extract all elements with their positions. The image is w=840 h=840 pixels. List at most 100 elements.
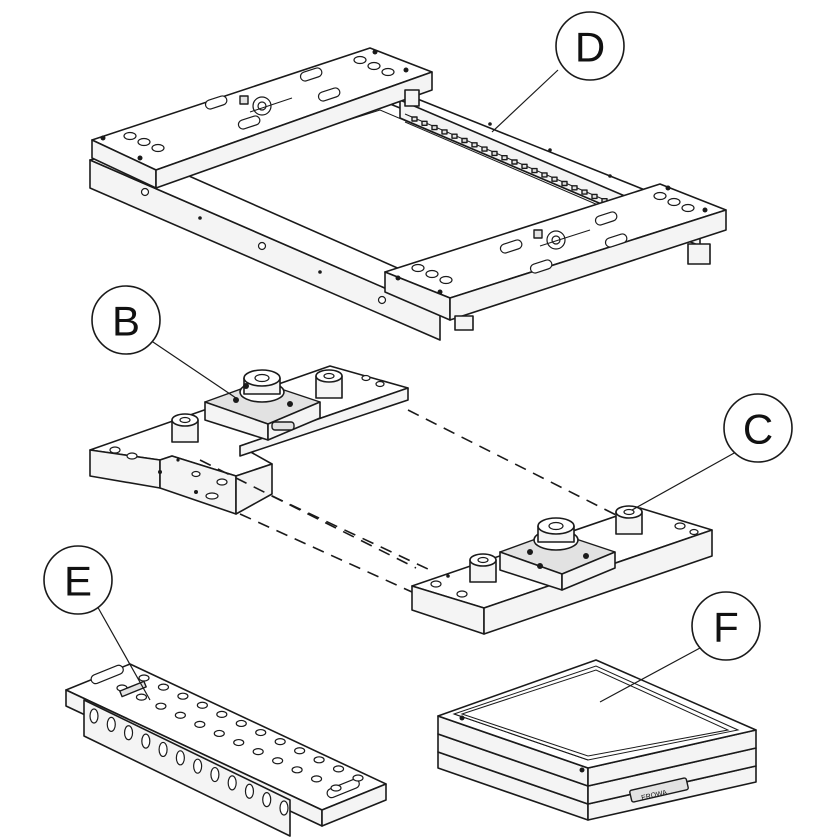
frame-rail-holes (140, 122, 612, 305)
e-rail-slots (90, 664, 360, 799)
clamp-post-left (171, 413, 199, 443)
l-plate-holes (109, 374, 385, 500)
e-rail-side-holes (89, 708, 289, 816)
rack-tooth (471, 142, 478, 148)
frame-left-lock (239, 95, 293, 116)
callout-c-leader (631, 451, 737, 511)
callout-f-label: F (713, 604, 739, 651)
rack-tooth (451, 133, 458, 139)
rack-tooth (531, 167, 538, 174)
e-rail-hole (310, 775, 323, 783)
frame-left-plate-holes (100, 49, 409, 161)
callout-f-circle (691, 591, 761, 661)
rack-tooth (421, 120, 428, 127)
e-rail-hole (213, 729, 225, 738)
c-plate-holes (430, 522, 699, 598)
e-rail-side-hole (227, 775, 237, 791)
rack-tooth (571, 185, 578, 191)
e-rail-side-hole (141, 733, 151, 749)
l-plate-end (235, 463, 273, 515)
frame-left-plate-side (155, 71, 433, 189)
rack-tooth (591, 193, 598, 200)
callout-d-leader (491, 69, 559, 133)
part-e-rail (65, 663, 387, 837)
frame-right-plate-slots (499, 211, 628, 274)
l-plate-back-edge (239, 387, 409, 457)
e-rail-side-hole (123, 725, 134, 741)
callout-d-label: D (575, 24, 605, 71)
callout-e-label: E (64, 558, 92, 605)
part-c-plate (411, 505, 713, 635)
e-rail-hole (135, 693, 148, 701)
e-rail-hole (272, 757, 284, 765)
rack-tooth (491, 150, 498, 157)
part-d-frame (89, 47, 727, 341)
e-rail-side-hole (279, 800, 289, 816)
projection-lines (199, 409, 627, 593)
frame-right-lock (533, 229, 591, 250)
rack-tooth (441, 129, 448, 135)
frame-rack (404, 113, 608, 209)
callout-e-circle (43, 545, 113, 615)
callout-d-circle (555, 11, 625, 81)
e-rail-hole (274, 738, 286, 746)
e-rail-hole (235, 719, 247, 728)
e-rail-side-hole (158, 741, 168, 758)
rack-tooth (481, 146, 488, 152)
callout-c-circle (723, 393, 793, 463)
e-rail-hole (294, 747, 306, 755)
e-rail-top-holes (116, 674, 364, 792)
part-f-trays: EROWA (437, 659, 757, 821)
tray-logo-plate (629, 777, 689, 803)
rack-tooth (561, 180, 568, 187)
e-rail-hole (252, 748, 264, 756)
c-plate-front (483, 529, 713, 635)
frame-left-plate-slots (204, 67, 341, 130)
rack-tooth (411, 116, 418, 122)
l-plate-clamp-module (171, 369, 343, 443)
rack-tooth (431, 124, 438, 131)
frame-right-plate-side (449, 209, 727, 321)
e-rail-side-hole (244, 783, 255, 799)
c-clamp-post-right (615, 505, 643, 535)
callout-c: C (631, 393, 793, 511)
callout-c-label: C (743, 406, 773, 453)
tray-top (437, 659, 757, 769)
e-rail-hole (216, 710, 228, 718)
e-rail-end (321, 783, 387, 827)
frame-foot-3 (404, 89, 420, 107)
e-rail-hole (138, 674, 150, 682)
rack-tooth (501, 154, 508, 161)
e-rail-hole (194, 720, 206, 728)
e-rail-side-hole (175, 750, 185, 766)
e-rail-side-hole (193, 758, 203, 774)
rack-tooth (551, 176, 558, 182)
frame-foot-2 (687, 243, 711, 265)
e-rail-hole (157, 683, 170, 691)
e-rail-side-hole (262, 792, 272, 808)
e-rail-hole (291, 766, 303, 774)
frame-foot-1 (454, 315, 474, 331)
callout-f-leader (599, 647, 701, 703)
e-rail-hole (255, 728, 267, 737)
rack-tooth (541, 172, 548, 178)
e-rail-hole (313, 756, 325, 764)
callout-b-leader (149, 339, 237, 399)
e-rail-hole (196, 701, 208, 709)
frame-right-plate-holes (395, 185, 708, 295)
callout-d: D (491, 11, 625, 133)
e-rail-hole (352, 774, 364, 782)
rack-tooth (511, 159, 518, 165)
callout-b-circle (91, 285, 161, 355)
e-rail-side-hole (106, 716, 116, 732)
e-rail-hole (330, 784, 342, 792)
clamp-post-right (315, 369, 343, 399)
e-rail-hole (233, 738, 245, 747)
callout-f: F (599, 591, 761, 703)
e-rail-side-hole (89, 708, 99, 724)
callout-e-leader (95, 603, 151, 701)
callout-b: B (91, 285, 237, 399)
e-rail-hole (177, 692, 189, 700)
callout-b-label: B (112, 298, 140, 345)
